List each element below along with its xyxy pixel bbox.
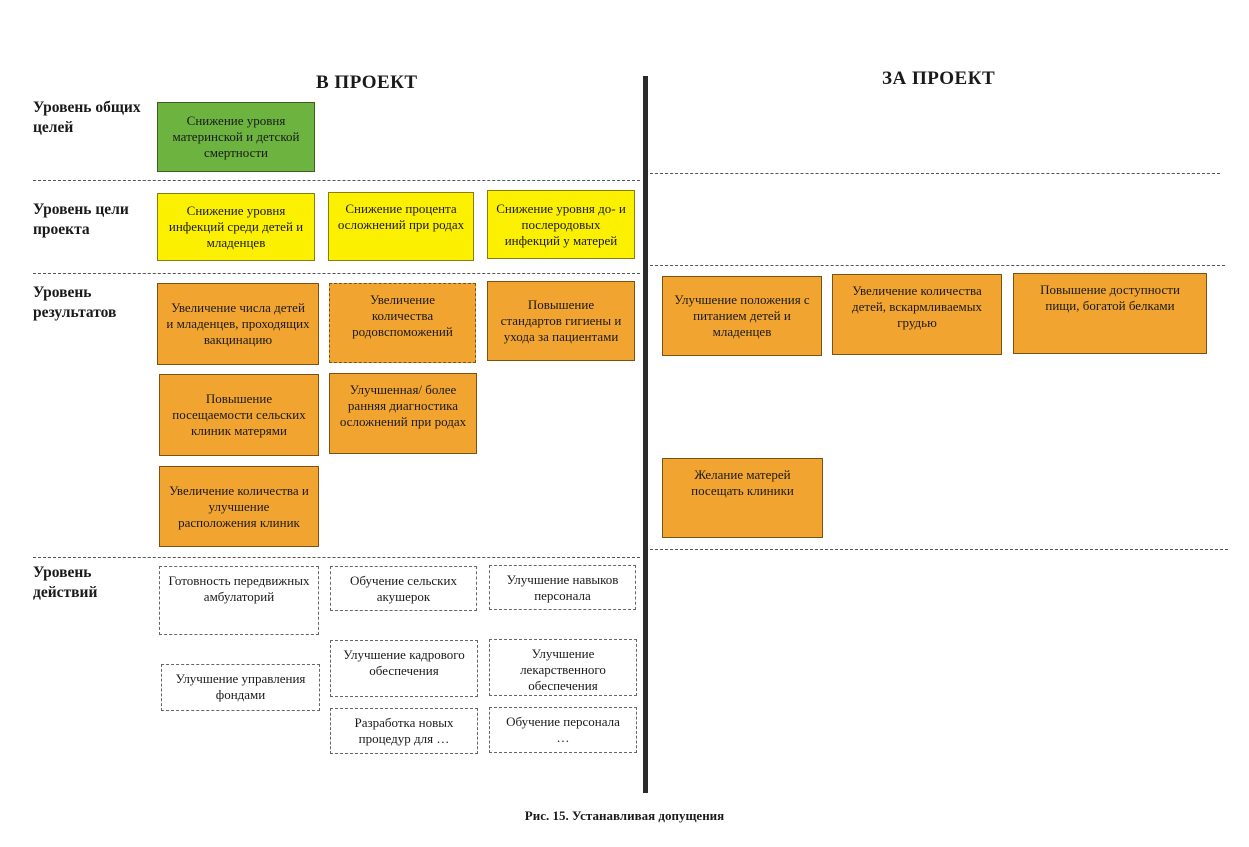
project-goal-box-infections-mothers-text: Снижение уровня до- и послеродовых инфек… <box>496 200 626 248</box>
project-goal-box-complications: Снижение процента осложнений при родах <box>328 192 474 261</box>
action-box-midwife-training-text: Обучение сельских акушерок <box>350 573 457 604</box>
separator-left-2 <box>33 273 640 274</box>
action-box-staffing: Улучшение кадрового обеспечения <box>330 640 478 697</box>
external-box-mothers-willingness: Желание матерей посещать клиники <box>662 458 823 538</box>
result-box-clinics: Увеличение количества и улучшение распол… <box>159 466 319 547</box>
result-box-vaccination-text: Увеличение числа детей и младенцев, прох… <box>166 300 310 347</box>
action-box-new-procedures: Разработка новых процедур для … <box>330 708 478 754</box>
action-box-staffing-text: Улучшение кадрового обеспечения <box>343 647 465 678</box>
action-box-staff-training-text: Обучение персонала … <box>506 714 620 745</box>
external-box-mothers-willingness-text: Желание матерей посещать клиники <box>691 467 794 498</box>
action-box-medicines: Улучшение лекарственного обеспечения <box>489 639 637 696</box>
separator-left-3 <box>33 557 640 558</box>
action-box-staff-training: Обучение персонала … <box>489 707 637 753</box>
result-box-clinics-text: Увеличение количества и улучшение распол… <box>169 482 309 530</box>
level-label-actions: Уровень действий <box>33 564 98 601</box>
action-box-mobile-clinics-text: Готовность передвижных амбулаторий <box>168 573 310 604</box>
project-goal-box-infections-children: Снижение уровня инфекций среди детей и м… <box>157 193 315 261</box>
external-box-breastfeeding-text: Увеличение количества детей, вскармливае… <box>852 283 982 330</box>
action-box-mobile-clinics: Готовность передвижных амбулаторий <box>159 566 319 635</box>
result-box-hygiene-text: Повышение стандартов гигиены и ухода за … <box>500 297 622 344</box>
action-box-staff-skills: Улучшение навыков персонала <box>489 565 636 610</box>
separator-left-1 <box>33 180 640 181</box>
result-box-clinic-attendance-text: Повышение посещаемости сельских клиник м… <box>172 391 306 438</box>
separator-right-1 <box>650 173 1220 174</box>
external-box-protein-food: Повышение доступности пищи, богатой белк… <box>1013 273 1207 354</box>
figure-caption: Рис. 15. Устанавливая допущения <box>524 808 725 823</box>
column-divider <box>643 76 648 793</box>
external-box-nutrition: Улучшение положения с питанием детей и м… <box>662 276 822 356</box>
external-box-protein-food-text: Повышение доступности пищи, богатой белк… <box>1040 282 1180 313</box>
action-box-new-procedures-text: Разработка новых процедур для … <box>354 715 454 746</box>
header-outside-project: ЗА ПРОЕКТ <box>882 68 996 89</box>
action-box-fund-management: Улучшение управления фондами <box>161 664 320 711</box>
action-box-fund-management-text: Улучшение управления фондами <box>175 671 306 702</box>
project-goal-box-infections-mothers: Снижение уровня до- и послеродовых инфек… <box>487 190 635 259</box>
action-box-midwife-training: Обучение сельских акушерок <box>330 566 477 611</box>
separator-right-3 <box>650 549 1228 550</box>
action-box-medicines-text: Улучшение лекарственного обеспечения <box>520 646 606 693</box>
result-box-diagnostics-text: Улучшенная/ более ранняя диагностика осл… <box>339 382 467 429</box>
project-goal-box-infections-children-text: Снижение уровня инфекций среди детей и м… <box>168 203 304 250</box>
result-box-vaccination: Увеличение числа детей и младенцев, прох… <box>157 283 319 365</box>
result-box-childbirth-assistance-text: Увеличение количества родовспоможений <box>352 292 453 339</box>
level-label-results: Уровень результатов <box>33 284 117 321</box>
result-box-diagnostics: Улучшенная/ более ранняя диагностика осл… <box>329 373 477 454</box>
goal-box-mortality: Снижение уровня материнской и детской см… <box>157 102 315 172</box>
external-box-nutrition-text: Улучшение положения с питанием детей и м… <box>674 292 810 339</box>
level-label-goals: Уровень общих целей <box>33 99 141 136</box>
level-label-project-goal: Уровень цели проекта <box>33 201 129 238</box>
result-box-hygiene: Повышение стандартов гигиены и ухода за … <box>487 281 635 361</box>
separator-right-2 <box>650 265 1225 266</box>
result-box-clinic-attendance: Повышение посещаемости сельских клиник м… <box>159 374 319 456</box>
result-box-childbirth-assistance: Увеличение количества родовспоможений <box>329 283 476 363</box>
goal-box-mortality-text: Снижение уровня материнской и детской см… <box>172 113 300 160</box>
project-goal-box-complications-text: Снижение процента осложнений при родах <box>337 201 465 232</box>
action-box-staff-skills-text: Улучшение навыков персонала <box>506 572 619 603</box>
external-box-breastfeeding: Увеличение количества детей, вскармливае… <box>832 274 1002 355</box>
header-in-project: В ПРОЕКТ <box>316 72 418 93</box>
